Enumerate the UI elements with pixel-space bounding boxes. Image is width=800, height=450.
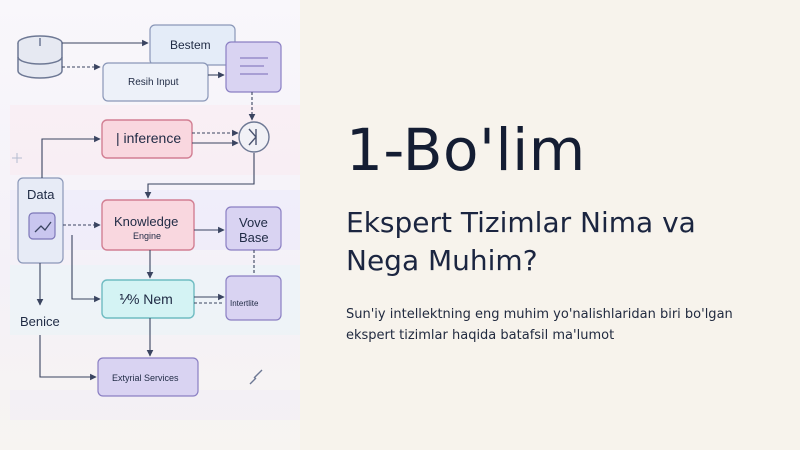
external-services-label: Extyrial Services bbox=[112, 373, 179, 383]
resh-input-label: Resih Input bbox=[128, 77, 179, 88]
knowledge-label: Knowledge bbox=[114, 214, 179, 229]
benice-label: Benice bbox=[20, 314, 60, 329]
logic-circle-icon bbox=[238, 121, 270, 153]
pin-icon bbox=[249, 369, 263, 385]
database-icon bbox=[17, 35, 63, 79]
nem-node bbox=[101, 279, 195, 319]
plus-mark bbox=[12, 153, 22, 163]
interface-label: Intertlite bbox=[230, 299, 259, 308]
knowledge-engine-node bbox=[101, 199, 195, 251]
vove-label: Vove bbox=[239, 215, 268, 230]
engine-label: Engine bbox=[133, 231, 162, 241]
document-icon-node bbox=[225, 41, 282, 93]
diagram-panel: Bestem Resih Input | inference Data Know… bbox=[0, 0, 300, 450]
flow-diagram bbox=[10, 24, 300, 420]
bestem-label: Bestem bbox=[170, 38, 211, 52]
interface-node bbox=[225, 275, 282, 321]
resh-input-node bbox=[102, 62, 209, 102]
inference-label: | inference bbox=[116, 130, 182, 146]
section-title: 1-Bo'lim bbox=[346, 116, 586, 184]
data-label: Data bbox=[27, 187, 55, 202]
nem-label: ⅟% Nem bbox=[119, 291, 173, 307]
slide-description: Sun'iy intellektning eng muhim yo'nalish… bbox=[346, 307, 733, 343]
base-label: Base bbox=[239, 230, 269, 245]
inference-node bbox=[101, 119, 193, 159]
data-chip-icon bbox=[28, 212, 56, 240]
external-services-node bbox=[97, 357, 199, 397]
text-panel: 1-Bo'lim Ekspert Tizimlar Nima va Nega M… bbox=[300, 0, 800, 450]
slide-heading: Ekspert Tizimlar Nima va Nega Muhim? bbox=[346, 206, 696, 277]
